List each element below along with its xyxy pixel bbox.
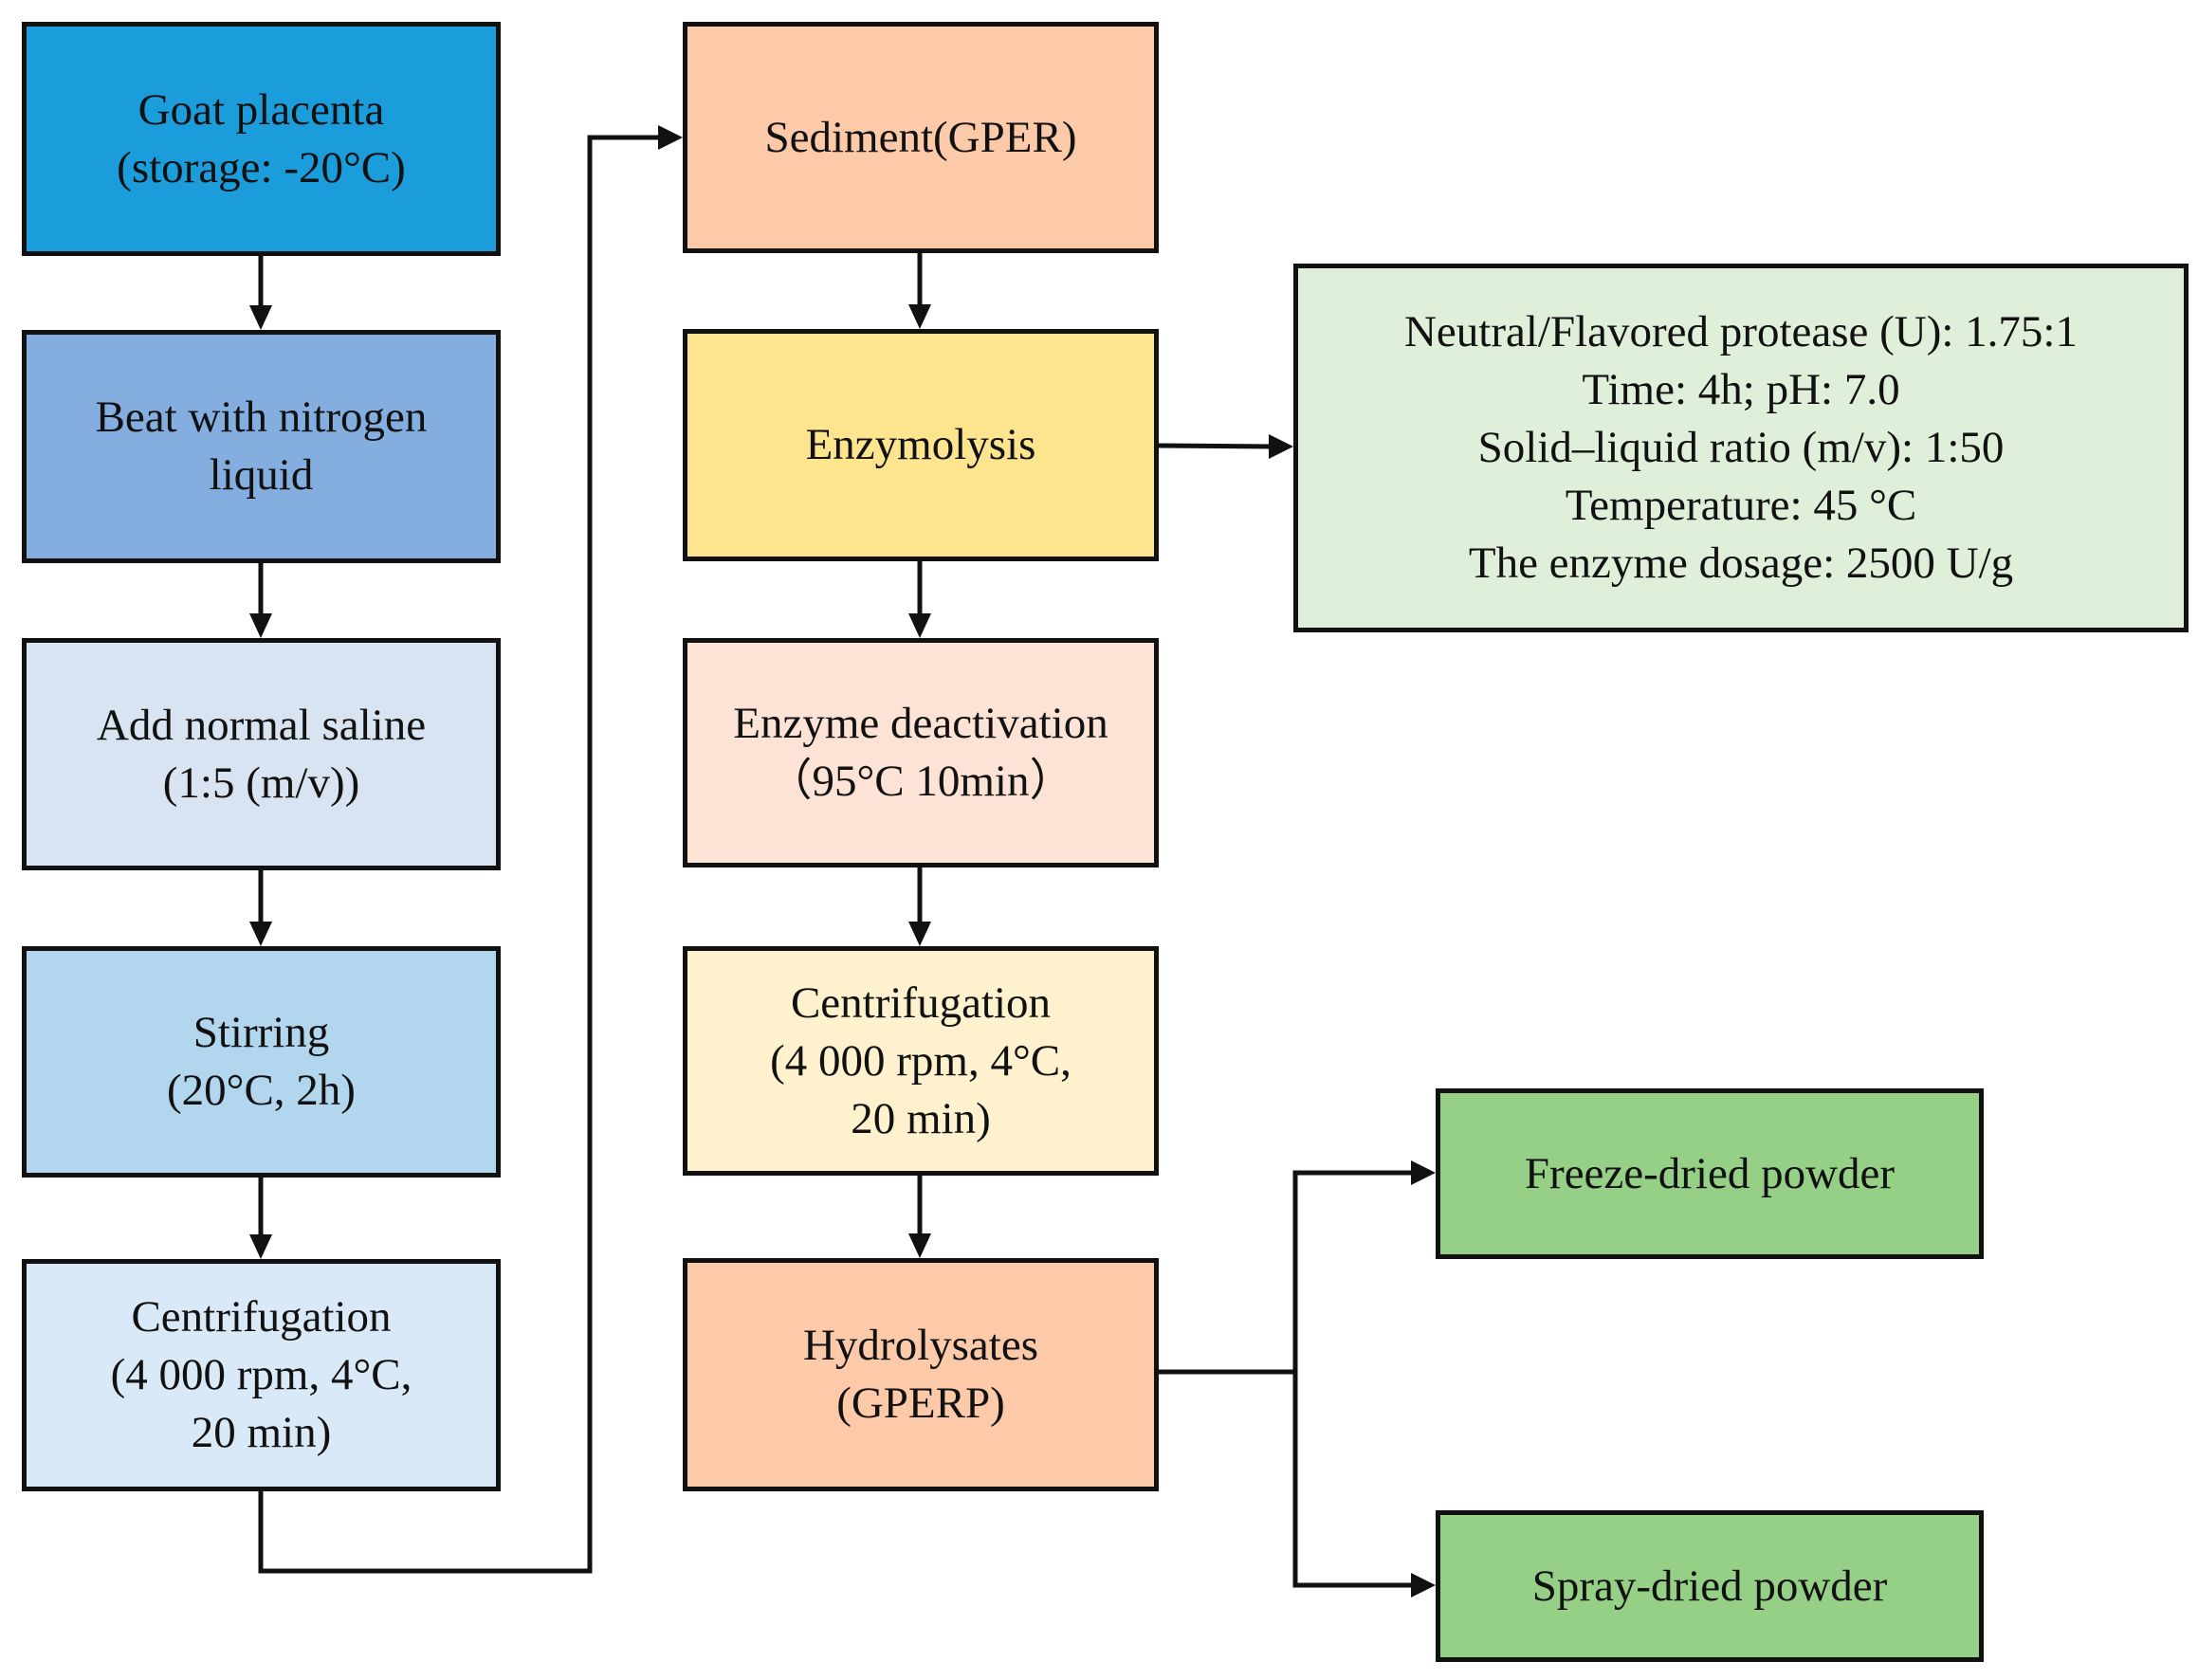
arrow-hydrolysates-to-freeze-dried	[1159, 1160, 1436, 1375]
node-centrifugation-1-line: 20 min)	[191, 1408, 332, 1457]
arrow-beat-to-saline	[249, 563, 272, 638]
node-centrifugation-1-line: (4 000 rpm, 4°C,	[110, 1350, 412, 1399]
node-stirring-line: (20°C, 2h)	[167, 1066, 356, 1115]
node-goat-placenta: Goat placenta (storage: -20°C)	[22, 22, 501, 256]
node-centrifugation-2-line: Centrifugation	[790, 977, 1052, 1028]
node-enzymolysis-line: Enzymolysis	[805, 420, 1036, 469]
node-add-saline-line: (1:5 (m/v))	[162, 758, 360, 808]
node-centrifugation-1: Centrifugation (4 000 rpm, 4°C, 20 min)	[22, 1259, 501, 1491]
node-centrifugation-2: Centrifugation (4 000 rpm, 4°C, 20 min)	[683, 946, 1159, 1176]
node-goat-placenta-line: Goat placenta	[137, 84, 385, 135]
arrow-centrifugation-to-sediment	[258, 125, 683, 1574]
condition-line: Neutral/Flavored protease (U): 1.75:1	[1403, 307, 2078, 356]
node-enzyme-deactivation-line: （95°C 10min）	[767, 757, 1074, 806]
node-freeze-dried-powder: Freeze-dried powder	[1436, 1088, 1984, 1259]
node-centrifugation-2-line: (4 000 rpm, 4°C,	[770, 1035, 1072, 1086]
node-stirring-line: Stirring	[192, 1008, 330, 1057]
node-hydrolysates-line: (GPERP)	[836, 1379, 1005, 1428]
arrow-goat-to-beat	[249, 256, 272, 330]
condition-line: Temperature: 45 °C	[1565, 481, 1917, 530]
node-centrifugation-2-line: 20 min)	[851, 1093, 991, 1143]
node-hydrolysates: Hydrolysates (GPERP)	[683, 1258, 1159, 1491]
node-beat-nitrogen-line: Beat with nitrogen	[95, 393, 428, 442]
condition-line: Time: 4h; pH: 7.0	[1582, 365, 1900, 414]
arrow-sediment-to-enzymolysis	[908, 253, 931, 329]
arrow-stirring-to-centrifugation	[249, 1178, 272, 1259]
node-centrifugation-1-line: Centrifugation	[131, 1292, 392, 1342]
arrow-deactivation-to-centrifugation	[908, 867, 931, 946]
node-spray-dried-powder: Spray-dried powder	[1436, 1510, 1984, 1662]
node-add-saline-line: Add normal saline	[96, 700, 427, 750]
node-hydrolysates-line: Hydrolysates	[802, 1321, 1038, 1370]
arrow-enzymolysis-to-conditions	[1158, 434, 1293, 459]
node-freeze-dried-line: Freeze-dried powder	[1524, 1148, 1896, 1198]
node-enzymolysis: Enzymolysis	[683, 329, 1159, 561]
arrow-hydrolysates-to-spray-dried	[1292, 1372, 1436, 1598]
node-goat-placenta-line: (storage: -20°C)	[117, 142, 406, 192]
node-sediment: Sediment(GPER)	[683, 22, 1159, 253]
node-add-saline: Add normal saline (1:5 (m/v))	[22, 638, 501, 870]
node-spray-dried-line: Spray-dried powder	[1531, 1561, 1888, 1611]
node-sediment-line: Sediment(GPER)	[764, 112, 1077, 162]
node-enzyme-deactivation-line: Enzyme deactivation	[733, 699, 1108, 748]
condition-line: The enzyme dosage: 2500 U/g	[1468, 539, 2014, 588]
node-enzymolysis-conditions: Neutral/Flavored protease (U): 1.75:1 Ti…	[1293, 264, 2189, 632]
node-stirring: Stirring (20°C, 2h)	[22, 946, 501, 1178]
arrow-enzymolysis-to-deactivation	[908, 561, 931, 638]
node-beat-nitrogen: Beat with nitrogen liquid	[22, 330, 501, 563]
arrow-saline-to-stirring	[249, 870, 272, 946]
arrow-centrifugation-to-hydrolysates	[908, 1176, 931, 1258]
condition-line: Solid–liquid ratio (m/v): 1:50	[1477, 423, 2005, 472]
node-enzyme-deactivation: Enzyme deactivation （95°C 10min）	[683, 638, 1159, 867]
node-beat-nitrogen-line: liquid	[209, 450, 314, 500]
